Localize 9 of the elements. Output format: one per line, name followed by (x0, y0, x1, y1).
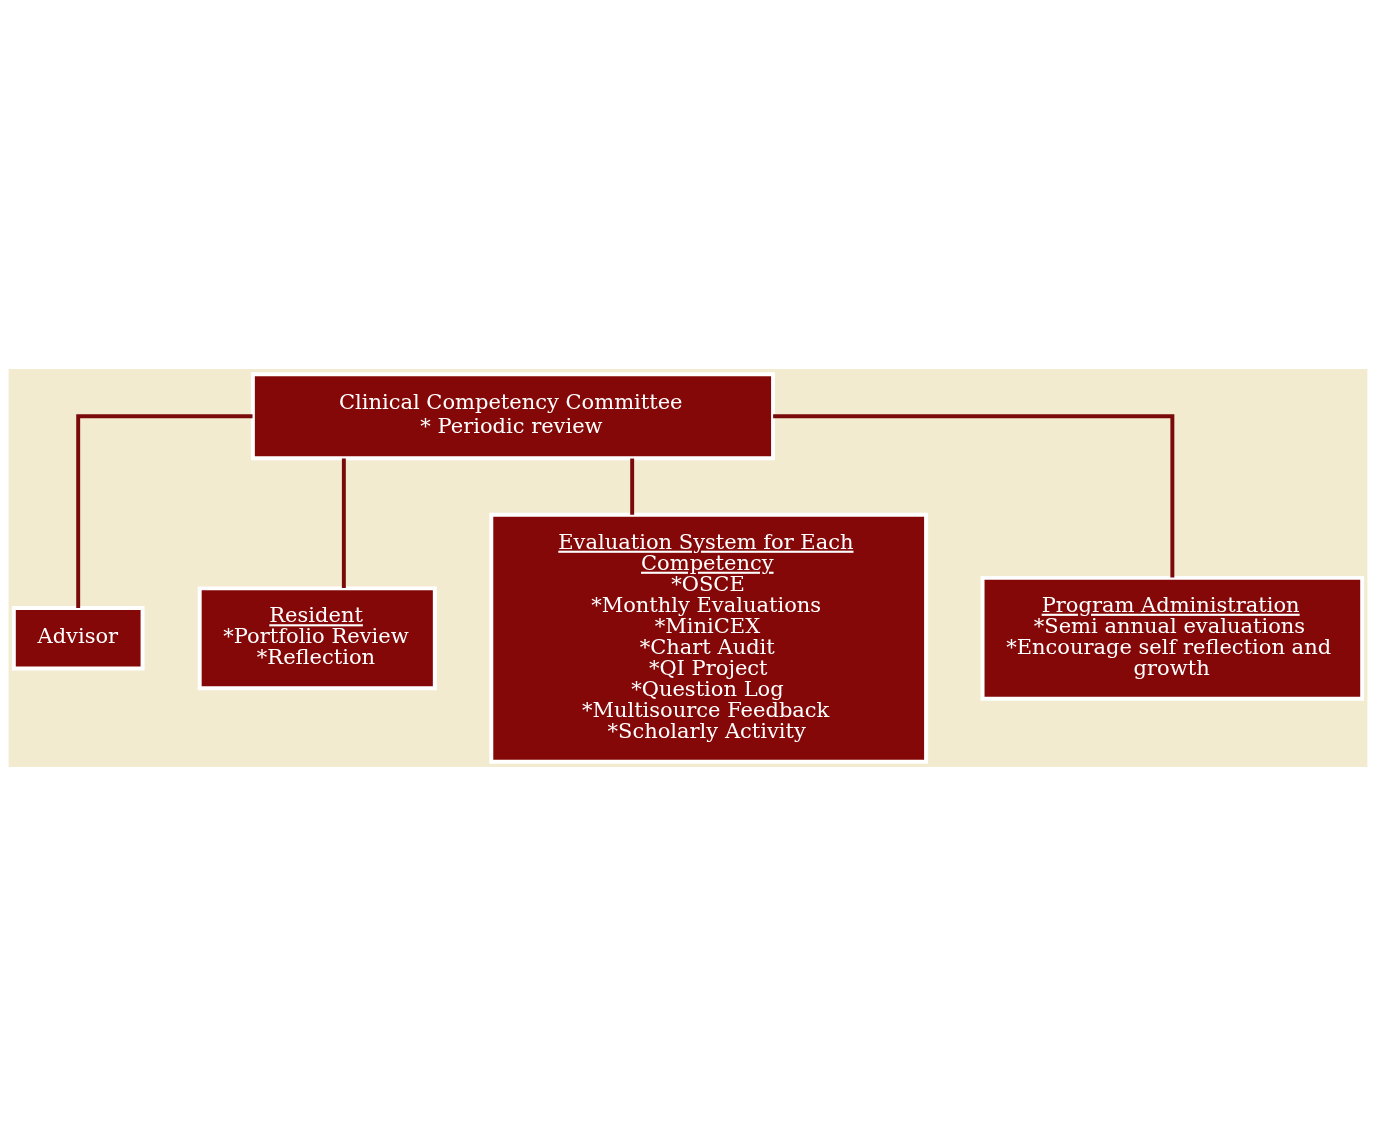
node-box: Evaluation System for Each Competency *OSCE *Monthly Evaluations *MiniCEX *Chart Audit *QI Project *Question Log *Multisource Feedback *Scholarly Activity (489, 512, 929, 764)
node-box: Clinical Competency Committee * Periodic review (250, 371, 775, 460)
node-box: Resident *Portfolio Review *Reflection (197, 585, 437, 690)
connector (630, 458, 635, 515)
connector (341, 458, 346, 588)
connector (773, 413, 1175, 578)
node-box: Program Administration *Semi annual evaluations *Encourage self reflection and growth (980, 575, 1365, 701)
node-box: Advisor (11, 605, 145, 670)
connector (76, 413, 253, 608)
